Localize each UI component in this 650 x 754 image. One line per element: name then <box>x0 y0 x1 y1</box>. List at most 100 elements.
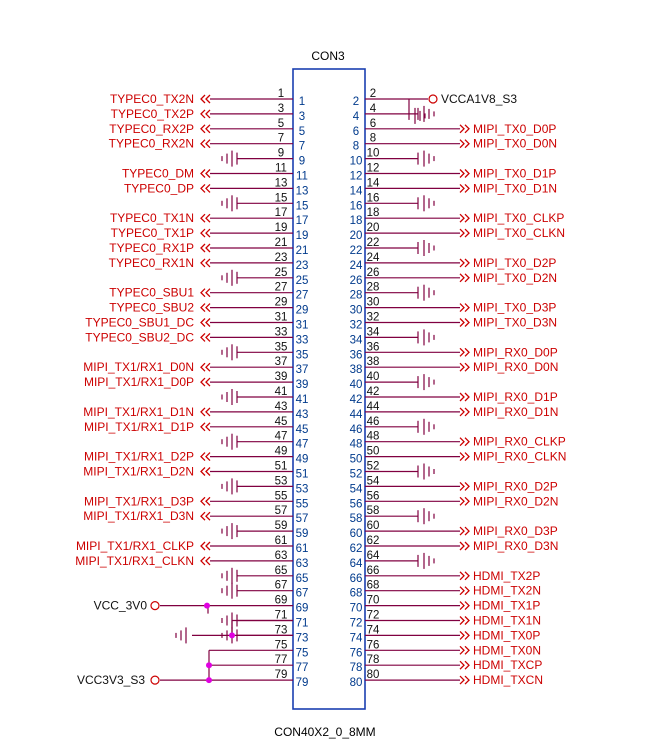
pin-number-outer: 45 <box>275 416 288 428</box>
pin-number-outer: 69 <box>275 595 288 607</box>
pin-number-inner: 69 <box>296 603 309 615</box>
pin-number-inner: 60 <box>350 528 363 540</box>
pin-number-inner: 25 <box>296 275 309 287</box>
offpage-connector-icon <box>459 273 470 283</box>
connector-body <box>292 68 366 710</box>
pin-number-inner: 64 <box>350 558 363 570</box>
pin-number-inner: 7 <box>299 141 305 153</box>
pin-number-outer: 5 <box>278 118 284 130</box>
pin-number-inner: 15 <box>296 200 309 212</box>
net-label: MIPI_RX0_D3P <box>473 524 558 538</box>
connector-value: CON40X2_0_8MM <box>274 725 375 739</box>
net-label: TYPEC0_TX1N <box>110 211 194 225</box>
net-label: TYPEC0_RX2N <box>109 137 194 151</box>
net-label: MIPI_RX0_D1P <box>473 390 558 404</box>
net-label: MIPI_RX0_D0P <box>473 345 558 359</box>
net-label: MIPI_TX1/RX1_D0P <box>84 375 194 389</box>
pin-number-inner: 76 <box>350 647 363 659</box>
power-label: VCCA1V8_S3 <box>441 92 517 106</box>
pin-number-inner: 4 <box>353 111 360 123</box>
offpage-connector-icon <box>459 228 470 238</box>
offpage-connector-icon <box>459 616 470 625</box>
net-label: MIPI_RX0_D3N <box>473 539 558 553</box>
pin-number-outer: 34 <box>367 326 380 338</box>
net-label: MIPI_TX1/RX1_D3P <box>84 494 194 508</box>
offpage-connector-icon <box>459 452 470 462</box>
wires <box>160 98 460 681</box>
pin-number-inner: 41 <box>296 394 309 406</box>
pin-number-inner: 67 <box>296 588 309 600</box>
pin-number-outer: 11 <box>275 163 287 175</box>
ground-icon <box>423 105 435 122</box>
pin-number-outer: 50 <box>367 446 380 458</box>
offpage-connector-icon <box>459 437 470 447</box>
pin-number-inner: 26 <box>350 275 363 287</box>
pin-number-outer: 30 <box>367 297 380 309</box>
net-label: TYPEC0_RX2P <box>109 122 194 136</box>
net-label: MIPI_TX0_CLKP <box>473 211 564 225</box>
ground-icon <box>423 195 435 212</box>
pin-number-inner: 2 <box>353 96 359 108</box>
pin-number-outer: 35 <box>275 341 288 353</box>
ground-icon <box>175 627 187 644</box>
pin-number-inner: 48 <box>350 439 363 451</box>
pin-number-outer: 73 <box>275 624 288 636</box>
ground-icon <box>221 612 233 629</box>
ground-icon <box>221 150 233 167</box>
pin-number-outer: 65 <box>275 565 288 577</box>
pin-number-inner: 61 <box>296 543 309 555</box>
pin-number-outer: 25 <box>275 267 288 279</box>
net-label: TYPEC0_TX2P <box>111 107 194 121</box>
pin-number-outer: 39 <box>275 371 288 383</box>
offpage-connector-icon <box>200 169 211 178</box>
net-label: MIPI_TX0_D3P <box>473 301 556 315</box>
ground-icon <box>423 374 435 391</box>
net-label: HDMI_TX1N <box>473 614 541 628</box>
pin-number-outer: 8 <box>370 133 376 145</box>
pin-number-outer: 31 <box>275 312 288 324</box>
pin-number-inner: 40 <box>350 379 363 391</box>
pin-number-outer: 62 <box>367 535 380 547</box>
net-label: TYPEC0_DM <box>122 167 194 181</box>
net-label: HDMI_TXCP <box>473 658 542 672</box>
junction-dot <box>206 677 212 684</box>
offpage-connector-icon <box>200 94 211 104</box>
pin-number-outer: 32 <box>367 312 380 324</box>
net-label: TYPEC0_SBU1_DC <box>85 316 194 330</box>
pin-number-inner: 74 <box>350 632 363 644</box>
net-label: TYPEC0_RX1N <box>109 256 194 270</box>
pin-number-outer: 15 <box>275 192 288 204</box>
pin-number-outer: 41 <box>275 386 288 398</box>
offpage-connector-icon <box>459 601 470 611</box>
net-label: MIPI_RX0_D0N <box>473 360 558 374</box>
offpage-connector-icon <box>459 169 470 178</box>
offpage-connector-icon <box>200 496 211 506</box>
pin-number-outer: 66 <box>367 565 380 577</box>
pin-number-inner: 37 <box>296 364 309 376</box>
pin-number-inner: 23 <box>296 260 309 272</box>
net-label: HDMI_TX0N <box>473 643 541 657</box>
ground-icon <box>423 284 435 301</box>
pin-number-inner: 46 <box>350 424 363 436</box>
pin-number-outer: 13 <box>275 177 288 189</box>
offpage-connector-icon <box>200 318 211 327</box>
junction-dot <box>204 602 210 609</box>
net-label: TYPEC0_SBU2 <box>109 301 194 315</box>
pin-number-inner: 78 <box>350 662 363 674</box>
pin-number-outer: 67 <box>275 580 288 592</box>
offpage-connector-icon <box>459 586 470 596</box>
pin-number-outer: 40 <box>367 371 380 383</box>
offpage-connector-icon <box>200 288 211 298</box>
pin-number-inner: 47 <box>296 439 309 451</box>
pin-number-inner: 56 <box>350 498 363 510</box>
pin-number-outer: 21 <box>275 237 288 249</box>
offpage-connector-icon <box>200 422 211 432</box>
offpage-connector-icon <box>459 124 470 134</box>
net-label: MIPI_TX1/RX1_D3N <box>83 509 194 523</box>
pin-number-outer: 28 <box>367 282 380 294</box>
pin-number-inner: 31 <box>296 320 309 332</box>
net-label: MIPI_TX0_D0P <box>473 122 556 136</box>
pin-number-inner: 44 <box>350 409 363 421</box>
offpage-connector-icon <box>200 362 211 372</box>
